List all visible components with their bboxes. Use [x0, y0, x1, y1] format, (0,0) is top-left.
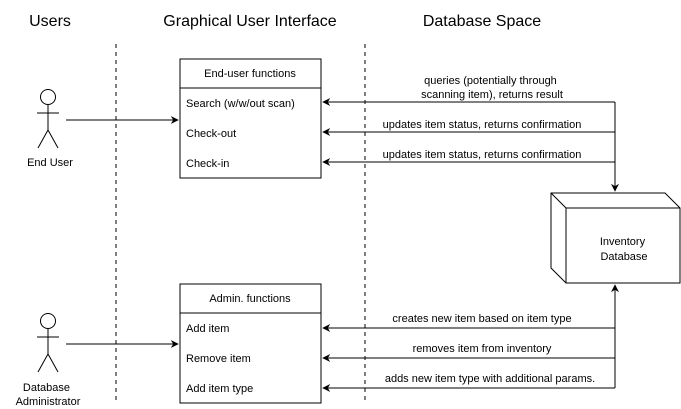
- admin-stick-figure-icon: [37, 313, 59, 373]
- end-user-actor: End User: [27, 89, 73, 169]
- checkout-flow-label: updates item status, returns confirmatio…: [383, 119, 582, 131]
- admin-label: Database Administrator: [16, 382, 81, 408]
- inventory-database: Inventory Database: [550, 192, 681, 284]
- search-flow-label: queries (potentially through scanning it…: [421, 75, 563, 101]
- database-cube-icon: [550, 192, 681, 284]
- search-flow-label-line-1: queries (potentially through: [424, 75, 557, 87]
- admin-item-add-type: Add item type: [186, 383, 253, 395]
- admin-functions-box: Admin. functions Add item Remove item Ad…: [179, 283, 322, 404]
- add-item-flow-label: creates new item based on item type: [392, 313, 571, 325]
- admin-box-title: Admin. functions: [209, 293, 291, 305]
- remove-item-flow-label: removes item from inventory: [413, 343, 552, 355]
- enduser-functions-box: End-user functions Search (w/w/out scan)…: [179, 58, 322, 179]
- admin-item-remove: Remove item: [186, 353, 251, 365]
- end-user-stick-figure-icon: [37, 89, 59, 149]
- admin-label-line-2: Administrator: [16, 396, 81, 408]
- enduser-item-checkin: Check-in: [186, 158, 229, 170]
- enduser-box-title: End-user functions: [204, 68, 296, 80]
- end-user-label-line: End User: [27, 157, 73, 169]
- end-user-label: End User: [27, 157, 73, 169]
- admin-actor: Database Administrator: [16, 313, 81, 408]
- lane-title-gui: Graphical User Interface: [163, 13, 337, 30]
- search-flow-label-line-2: scanning item), returns result: [421, 89, 563, 101]
- enduser-item-search: Search (w/w/out scan): [186, 98, 295, 110]
- database-label-line-1: Inventory: [600, 236, 646, 248]
- checkin-flow-label: updates item status, returns confirmatio…: [383, 149, 582, 161]
- lane-title-users: Users: [29, 13, 71, 30]
- lane-title-db: Database Space: [423, 13, 541, 30]
- database-label-line-2: Database: [600, 251, 647, 263]
- database-label: Inventory Database: [600, 236, 648, 263]
- admin-label-line-1: Database: [23, 382, 70, 394]
- admin-item-add: Add item: [186, 323, 229, 335]
- enduser-item-checkout: Check-out: [186, 128, 236, 140]
- add-type-flow-label: adds new item type with additional param…: [385, 373, 595, 385]
